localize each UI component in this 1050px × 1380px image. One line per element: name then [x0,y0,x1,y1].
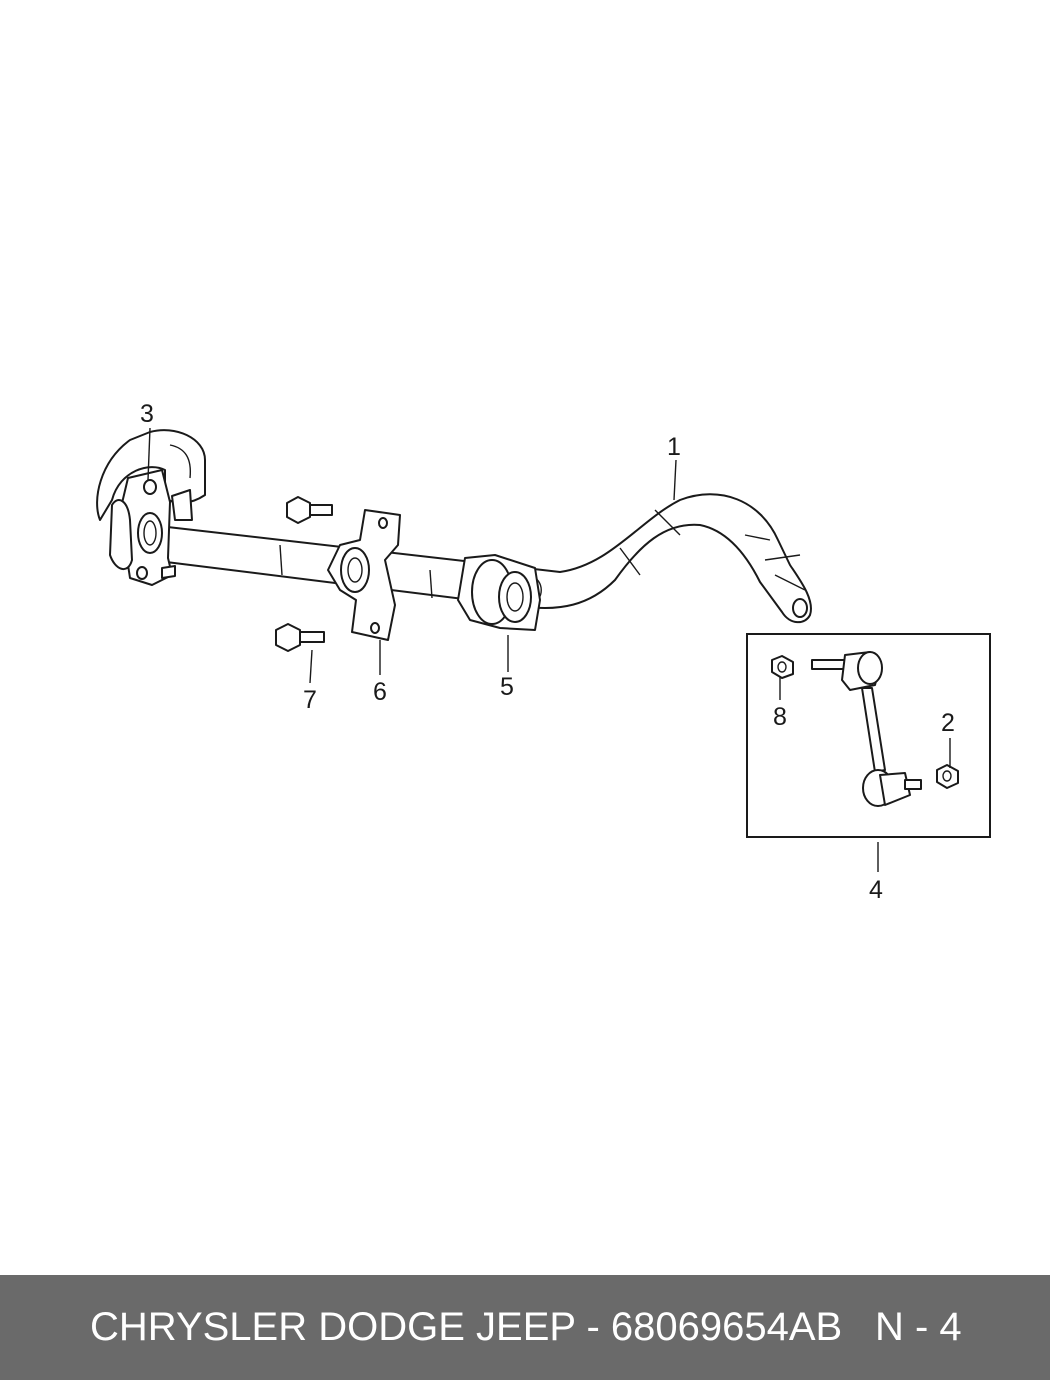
footer-bar: CHRYSLER DODGE JEEP - 68069654AB N - 4 [0,1275,1050,1380]
lower-bolt [275,623,325,652]
part-number-label: CHRYSLER DODGE JEEP - 68069654AB [90,1305,843,1349]
callout-3: 3 [140,400,154,428]
middle-clamp [327,509,401,641]
page-reference: N - 4 [875,1305,962,1349]
parts-diagram: 1 2 3 4 5 6 7 8 [96,400,991,904]
callout-5: 5 [500,673,514,701]
callout-8: 8 [773,703,787,731]
stabilizer-bar [96,429,812,624]
callout-2: 2 [941,709,955,737]
callout-1: 1 [667,433,681,461]
left-bracket [109,469,193,586]
link-kit-box [746,633,991,838]
callout-4: 4 [869,876,883,904]
bushing [457,554,541,631]
callout-6: 6 [373,678,387,706]
upper-bolt [286,496,333,524]
callout-7: 7 [303,686,317,714]
